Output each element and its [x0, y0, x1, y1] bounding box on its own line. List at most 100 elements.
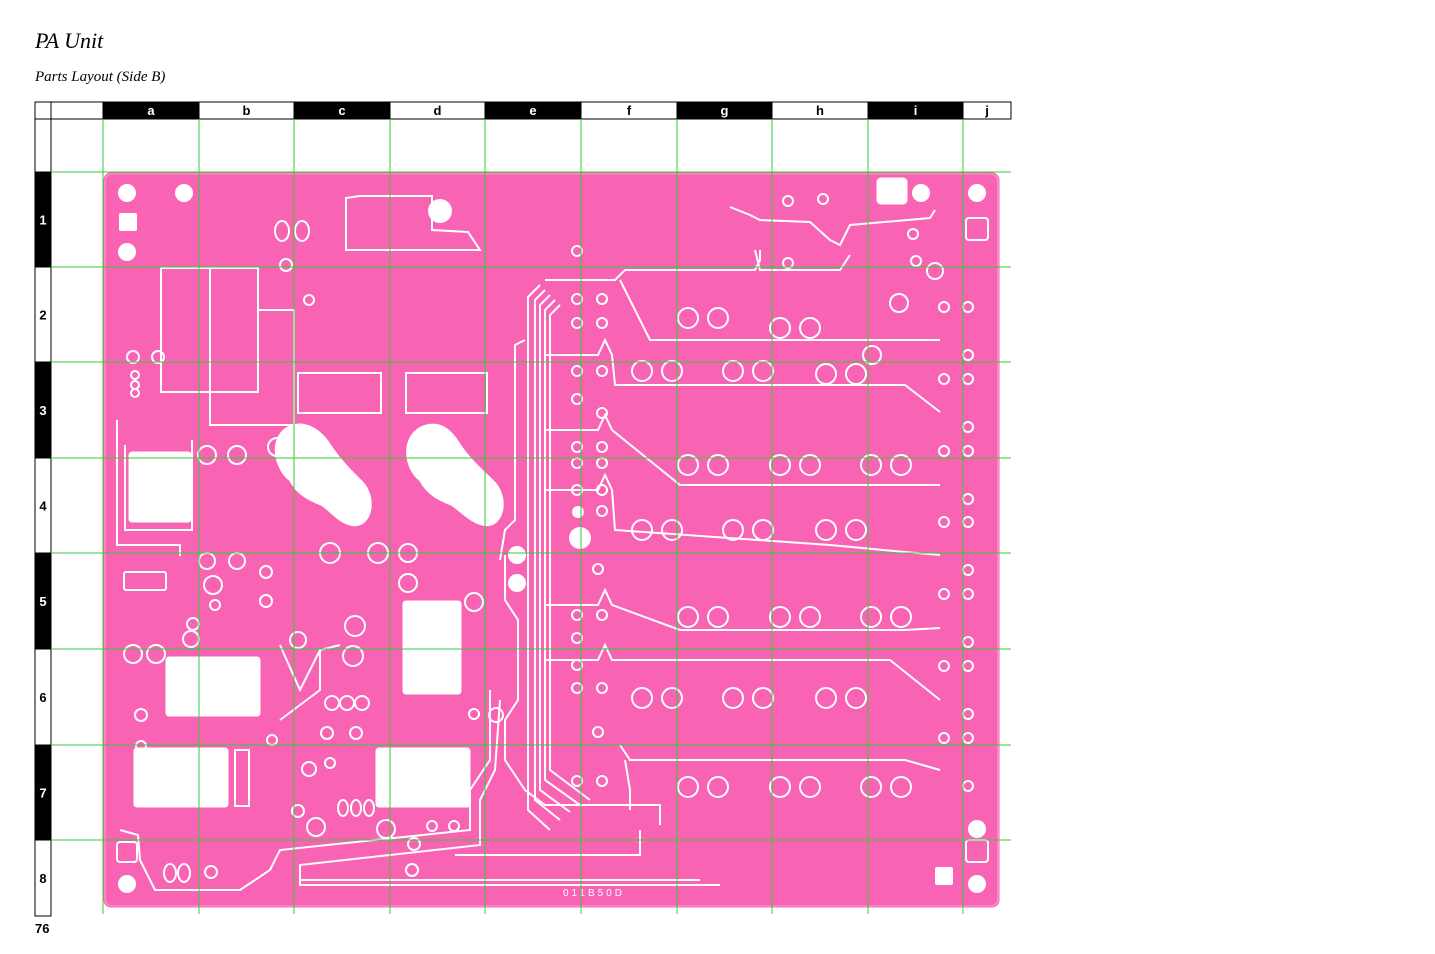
column-label: b [243, 103, 251, 118]
via-pad [938, 660, 950, 672]
heatsink-cutout [274, 423, 504, 527]
via-pad [342, 645, 364, 667]
via-pad [468, 708, 480, 720]
column-band [962, 101, 1012, 120]
via-pad [631, 360, 653, 382]
via-pad [279, 258, 293, 272]
via-pad [890, 776, 912, 798]
via-pad [267, 437, 287, 457]
via-pad [320, 726, 334, 740]
via-pad [209, 599, 221, 611]
mounting-hole [912, 184, 930, 202]
mounting-pad [119, 213, 953, 885]
via-pad [707, 454, 729, 476]
via-pad [722, 360, 744, 382]
via-pad [571, 393, 583, 405]
via-pad [151, 350, 165, 364]
via-pad [815, 687, 837, 709]
mounting-marker [116, 217, 989, 863]
via-pad [707, 307, 729, 329]
via-pad [571, 632, 583, 644]
via-pad [782, 257, 794, 269]
via-pad [130, 388, 140, 398]
row-label: 6 [39, 690, 46, 705]
via-pad [677, 454, 699, 476]
mounting-hole [569, 527, 591, 549]
via-pad [197, 445, 217, 465]
pad-rect [375, 747, 471, 808]
row-label: 2 [39, 308, 46, 323]
column-label: d [434, 103, 442, 118]
row-band [34, 839, 52, 917]
via-pad [845, 687, 867, 709]
via-pad [448, 820, 460, 832]
via-pad [596, 293, 608, 305]
via-pad [938, 732, 950, 744]
via-pad [799, 454, 821, 476]
via-pad [938, 373, 950, 385]
via-pad [259, 565, 273, 579]
mounting-hole [118, 875, 136, 893]
via-pad [571, 441, 583, 453]
via-pad [799, 317, 821, 339]
via-pad [722, 519, 744, 541]
via-pad [596, 365, 608, 377]
via-pad [752, 687, 774, 709]
via-pad [571, 484, 583, 496]
via-pad [571, 365, 583, 377]
via-pad [349, 726, 363, 740]
via-pad [938, 301, 950, 313]
via-pad [146, 644, 166, 664]
via-pad [596, 609, 608, 621]
via-pad [135, 740, 147, 752]
via-pad [707, 776, 729, 798]
via-pad [860, 606, 882, 628]
via-pad [344, 615, 366, 637]
via-pad [862, 345, 882, 365]
column-label: g [721, 103, 729, 118]
via-pad [571, 245, 583, 257]
via-pad [799, 776, 821, 798]
via-pad [571, 775, 583, 787]
via-pad [306, 817, 326, 837]
via-pad [407, 837, 421, 851]
via-pad [890, 454, 912, 476]
via-pad [782, 195, 794, 207]
column-label: e [529, 103, 536, 118]
via-pad [661, 360, 683, 382]
column-label: c [338, 103, 345, 118]
row-label: 3 [39, 403, 46, 418]
row-label: 8 [39, 871, 46, 886]
via-pad [769, 454, 791, 476]
row-label: 4 [39, 499, 47, 514]
via-pad [134, 708, 148, 722]
via-pad [592, 563, 604, 575]
via-pad [815, 519, 837, 541]
via-pad [130, 370, 140, 380]
via-pad [661, 519, 683, 541]
via-pad [677, 307, 699, 329]
mounting-hole [175, 184, 193, 202]
via-pad [926, 262, 944, 280]
column-label: i [914, 103, 918, 118]
mounting-hole [968, 820, 986, 838]
pad-rect [133, 747, 229, 808]
via-pad [301, 761, 317, 777]
via-pad [123, 644, 143, 664]
via-pad [707, 606, 729, 628]
via-pad [596, 682, 608, 694]
via-pad [860, 776, 882, 798]
via-pad [596, 407, 608, 419]
via-pad [291, 804, 305, 818]
via-pad [571, 659, 583, 671]
via-pad [596, 484, 608, 496]
via-pad [677, 606, 699, 628]
via-pad [799, 606, 821, 628]
column-label: j [984, 103, 989, 118]
via-pad [815, 363, 837, 385]
via-pad [596, 317, 608, 329]
mounting-hole [508, 574, 526, 592]
column-label: a [147, 103, 155, 118]
via-pad [464, 592, 484, 612]
